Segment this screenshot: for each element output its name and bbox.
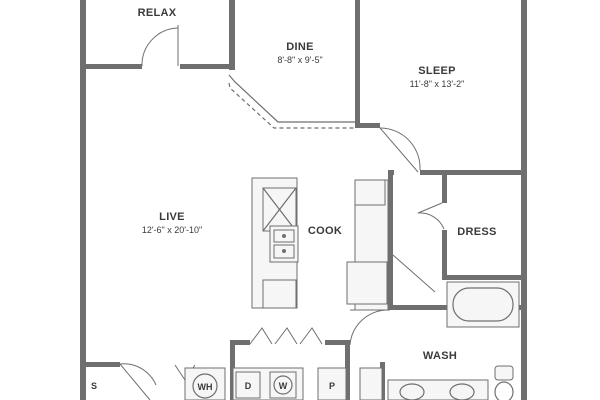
cook-label: COOK: [308, 225, 342, 237]
dryer-label: D: [245, 381, 252, 391]
laundry: [184, 367, 383, 400]
water-heater: [192, 373, 218, 399]
water-heater-closet: [184, 367, 226, 400]
relax-label: RELAX: [138, 7, 177, 19]
kitchen: [251, 177, 389, 311]
water-heater-label: WH: [198, 382, 213, 392]
fixture-labels: WH D W P S: [91, 381, 335, 392]
dine-dimensions: 8'-8" x 9'-5": [277, 55, 322, 65]
washer-label: W: [279, 381, 288, 391]
refrigerator: [346, 261, 388, 305]
dine-bay-outline: [228, 74, 355, 129]
dress-label: DRESS: [457, 226, 496, 238]
wash-label: WASH: [423, 350, 457, 362]
pantry-label: P: [329, 381, 335, 391]
live-label: LIVE: [159, 211, 185, 223]
dine-label: DINE: [286, 41, 313, 53]
storage-label: S: [91, 381, 97, 391]
bathtub: [446, 281, 520, 328]
pantry: [317, 367, 347, 400]
bath-fixtures: [387, 281, 520, 400]
room-labels: RELAX DINE 8'-8" x 9'-5" SLEEP 11'-8" x …: [138, 7, 497, 362]
sleep-label: SLEEP: [418, 65, 456, 77]
sleep-dimensions: 11'-8" x 13'-2": [410, 79, 465, 89]
live-dimensions: 12'-6" x 20'-10": [142, 225, 202, 235]
dryer: [235, 371, 261, 399]
